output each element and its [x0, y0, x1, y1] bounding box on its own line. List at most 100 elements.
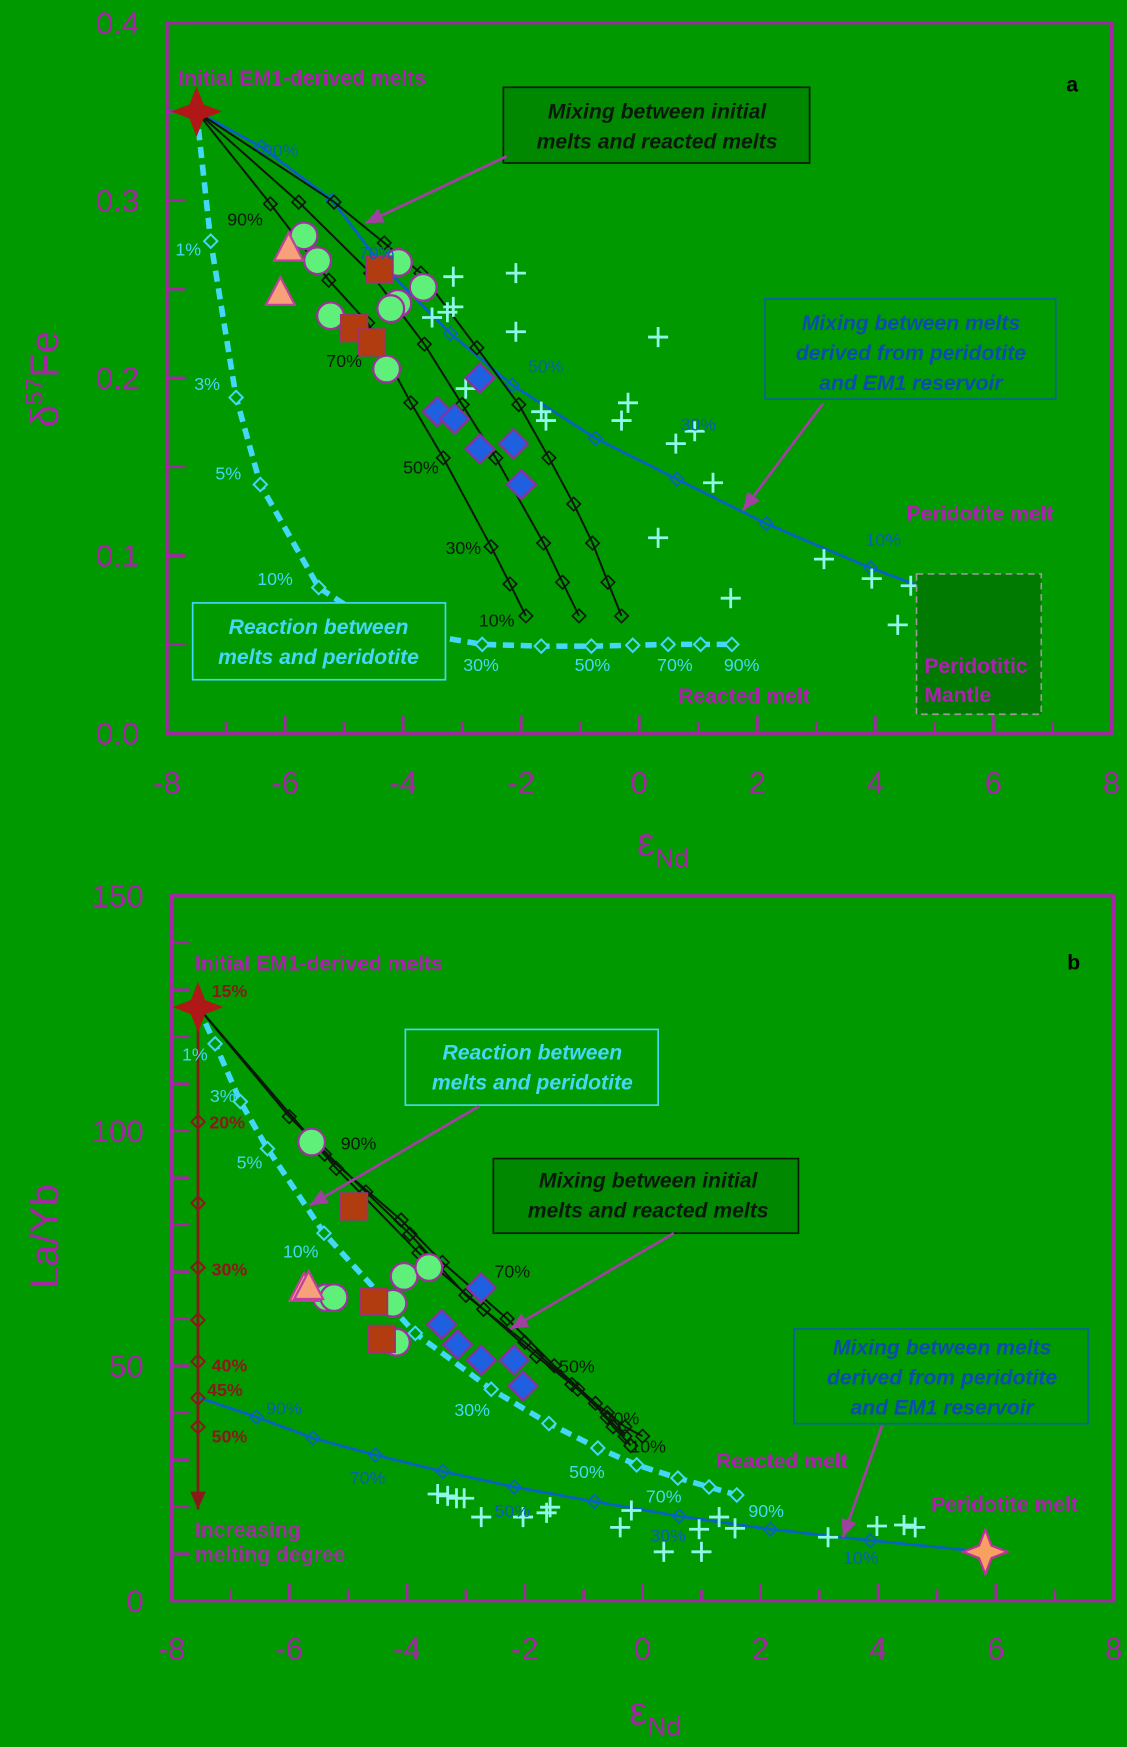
peridotite-mixing-marker — [304, 1430, 321, 1446]
x-tick-label: 2 — [749, 765, 766, 800]
cross-sample-marker — [617, 392, 639, 413]
mixing-initial-arrow — [364, 155, 508, 225]
pct-label-blue: 90% — [263, 140, 299, 160]
mixing-initial-arrow-head — [365, 208, 385, 224]
peridotite-mixing-marker — [762, 1521, 779, 1538]
reaction-marker — [228, 389, 245, 406]
reaction-marker — [692, 636, 709, 653]
y-tick-label: 0.1 — [96, 539, 139, 574]
mixing-peridotite-arrow — [841, 1425, 884, 1538]
x-axis-label-sub: Nd — [647, 1711, 681, 1741]
initial-reacted-mixing-marker — [541, 450, 557, 466]
mixing-peridotite-text-line: Mixing between melts — [802, 312, 1021, 335]
x-tick-label: -4 — [389, 765, 417, 800]
y-tick-label: 0.2 — [96, 361, 139, 396]
series-red-square — [339, 1192, 396, 1354]
reaction-marker — [660, 636, 677, 653]
peridotitic-mantle-label: Peridotitic — [924, 655, 1028, 678]
initial-reacted-mixing-marker — [605, 1418, 621, 1435]
initial-reacted-mixing-marker — [528, 1348, 545, 1365]
square-sample-marker — [339, 313, 369, 343]
diamond-sample-marker — [498, 1344, 531, 1377]
initial-reacted-mixing-marker — [376, 235, 393, 251]
triangle-sample-marker — [292, 1268, 326, 1301]
initial-reacted-mixing-marker — [634, 1428, 651, 1445]
initial-reacted-mixing-marker — [546, 1357, 563, 1374]
cross-sample-marker — [866, 1515, 887, 1537]
reacted-melt-label: Reacted melt — [716, 1450, 848, 1473]
initial-reacted-mixing-marker — [564, 1376, 580, 1393]
initial-reacted-mixing-marker — [584, 535, 601, 551]
square-sample-marker — [365, 255, 394, 284]
pct-label-black: 90% — [227, 209, 263, 229]
initial-reacted-mixing-marker — [483, 538, 499, 555]
square-sample-marker — [357, 328, 387, 357]
y-axis-label-tail: Fe — [23, 331, 67, 378]
x-tick-label: 8 — [1103, 765, 1120, 800]
cross-sample-marker — [513, 1507, 534, 1528]
x-tick-label: 4 — [867, 765, 884, 800]
pct-label-melting: 45% — [207, 1380, 243, 1400]
cross-sample-marker — [505, 263, 526, 284]
initial-melts-label: Initial EM1-derived melts — [178, 67, 426, 90]
cross-sample-marker — [505, 321, 526, 342]
circle-sample-marker — [408, 272, 438, 302]
reaction-arrow — [308, 1105, 480, 1207]
pct-label-cyan: 1% — [182, 1045, 208, 1065]
pct-label-blue: 30% — [650, 1526, 686, 1546]
cross-sample-marker — [621, 1500, 642, 1521]
square-sample-marker — [339, 1192, 369, 1221]
x-tick-label: -8 — [158, 1632, 186, 1667]
panel-letter: b — [1067, 951, 1080, 974]
reaction-marker — [310, 579, 327, 596]
initial-reacted-mixing-marker — [587, 1395, 604, 1412]
series-red-square — [339, 255, 394, 357]
reaction-marker — [474, 636, 491, 653]
initial-reacted-mixing-marker — [320, 272, 337, 289]
pct-label-cyan: 50% — [575, 655, 611, 675]
reaction-box — [404, 1028, 659, 1106]
pct-label-melting: 20% — [209, 1113, 245, 1133]
reaction-marker — [669, 1469, 686, 1487]
pct-label-cyan: 3% — [194, 374, 220, 394]
pct-label-cyan: 30% — [454, 1400, 490, 1420]
cross-sample-marker — [648, 527, 669, 548]
cross-sample-marker — [665, 433, 686, 454]
cross-sample-marker — [455, 378, 476, 399]
panel-letter: a — [1066, 74, 1078, 97]
initial-reacted-mixing-marker — [600, 574, 616, 591]
mixing-initial-text-line: melts and reacted melts — [537, 131, 778, 154]
melting-marker — [189, 1353, 207, 1370]
initial-reacted-mixing-marker — [617, 1418, 633, 1435]
peridotite-melt-label: Peridotite melt — [931, 1494, 1078, 1517]
reaction-marker — [589, 1439, 606, 1457]
initial-reacted-mixing-marker — [416, 336, 433, 353]
series-red-star — [171, 86, 222, 137]
mixing-peridotite-arrow — [741, 402, 825, 512]
initial-reacted-mixing-marker — [599, 1404, 616, 1421]
peridotitic-mantle-box — [915, 573, 1043, 716]
initial-reacted-mixing-marker — [402, 1226, 418, 1243]
peridotite-mixing-marker — [671, 1508, 687, 1524]
reaction-marker — [628, 1456, 645, 1473]
initial-reacted-mixing-line — [195, 110, 527, 617]
diamond-sample-marker — [465, 1344, 498, 1377]
mixing-peridotite-text-line: Mixing between melts — [833, 1337, 1052, 1360]
cross-sample-marker — [691, 1541, 712, 1562]
reaction-marker — [540, 1415, 558, 1432]
diamond-sample-marker — [463, 432, 496, 466]
x-tick-label: -4 — [393, 1632, 421, 1667]
series-green-circle — [289, 221, 438, 384]
initial-reacted-mixing-line — [196, 110, 623, 617]
y-tick-label: 0.4 — [96, 6, 139, 41]
mixing-peridotite-text-line: and EM1 reservoir — [819, 372, 1004, 395]
square-sample-marker — [359, 1287, 389, 1316]
diamond-sample-marker — [506, 1369, 540, 1402]
peridotite-mixing-marker — [367, 1447, 384, 1463]
x-tick-label: 8 — [1105, 1632, 1122, 1667]
cross-sample-marker — [443, 266, 464, 287]
pct-label-cyan: 1% — [175, 239, 201, 259]
cross-sample-marker — [535, 410, 556, 431]
